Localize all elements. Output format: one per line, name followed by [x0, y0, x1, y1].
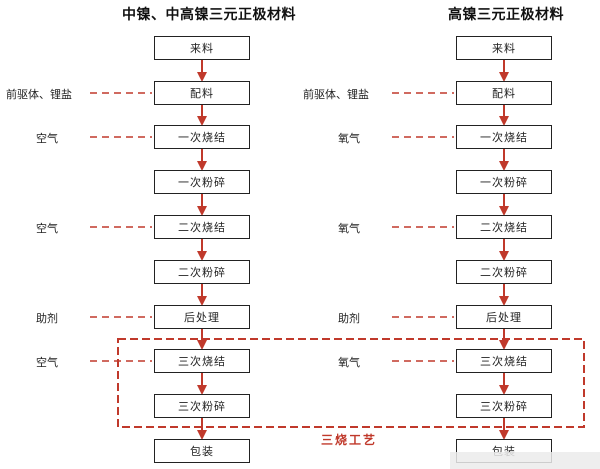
- right-input-additive: 助剂: [338, 312, 360, 325]
- left-step-post-treatment: 后处理: [154, 305, 250, 329]
- right-step-second-crushing: 二次粉碎: [456, 260, 552, 284]
- left-input-dashed-lines: [90, 92, 152, 362]
- left-step-second-sintering: 二次烧结: [154, 215, 250, 239]
- watermark-overlay: [450, 452, 600, 469]
- left-step-third-crushing: 三次粉碎: [154, 394, 250, 418]
- left-step-third-sintering: 三次烧结: [154, 349, 250, 373]
- right-input-precursor-lithium: 前驱体、锂盐: [303, 88, 369, 101]
- right-input-oxygen-2: 氧气: [338, 222, 360, 235]
- right-step-first-crushing: 一次粉碎: [456, 170, 552, 194]
- three-sintering-label: 三烧工艺: [321, 433, 378, 447]
- left-input-additive: 助剂: [36, 312, 58, 325]
- left-step-second-crushing: 二次粉碎: [154, 260, 250, 284]
- left-column-title: 中镍、中高镍三元正极材料: [122, 7, 296, 23]
- right-input-dashed-lines: [392, 92, 454, 362]
- right-input-oxygen-3: 氧气: [338, 356, 360, 369]
- left-step-first-crushing: 一次粉碎: [154, 170, 250, 194]
- right-step-batching: 配料: [456, 81, 552, 105]
- right-input-oxygen-1: 氧气: [338, 132, 360, 145]
- right-step-second-sintering: 二次烧结: [456, 215, 552, 239]
- right-step-third-sintering: 三次烧结: [456, 349, 552, 373]
- left-input-air-3: 空气: [36, 356, 58, 369]
- left-input-precursor-lithium: 前驱体、锂盐: [6, 88, 72, 101]
- right-step-first-sintering: 一次烧结: [456, 125, 552, 149]
- left-step-first-sintering: 一次烧结: [154, 125, 250, 149]
- left-step-incoming: 来料: [154, 36, 250, 60]
- left-step-batching: 配料: [154, 81, 250, 105]
- right-step-incoming: 来料: [456, 36, 552, 60]
- left-step-packaging: 包装: [154, 439, 250, 463]
- left-input-air-2: 空气: [36, 222, 58, 235]
- right-step-third-crushing: 三次粉碎: [456, 394, 552, 418]
- right-step-post-treatment: 后处理: [456, 305, 552, 329]
- three-sintering-highlight-box: [117, 338, 585, 428]
- right-column-title: 高镍三元正极材料: [448, 7, 564, 23]
- left-input-air-1: 空气: [36, 132, 58, 145]
